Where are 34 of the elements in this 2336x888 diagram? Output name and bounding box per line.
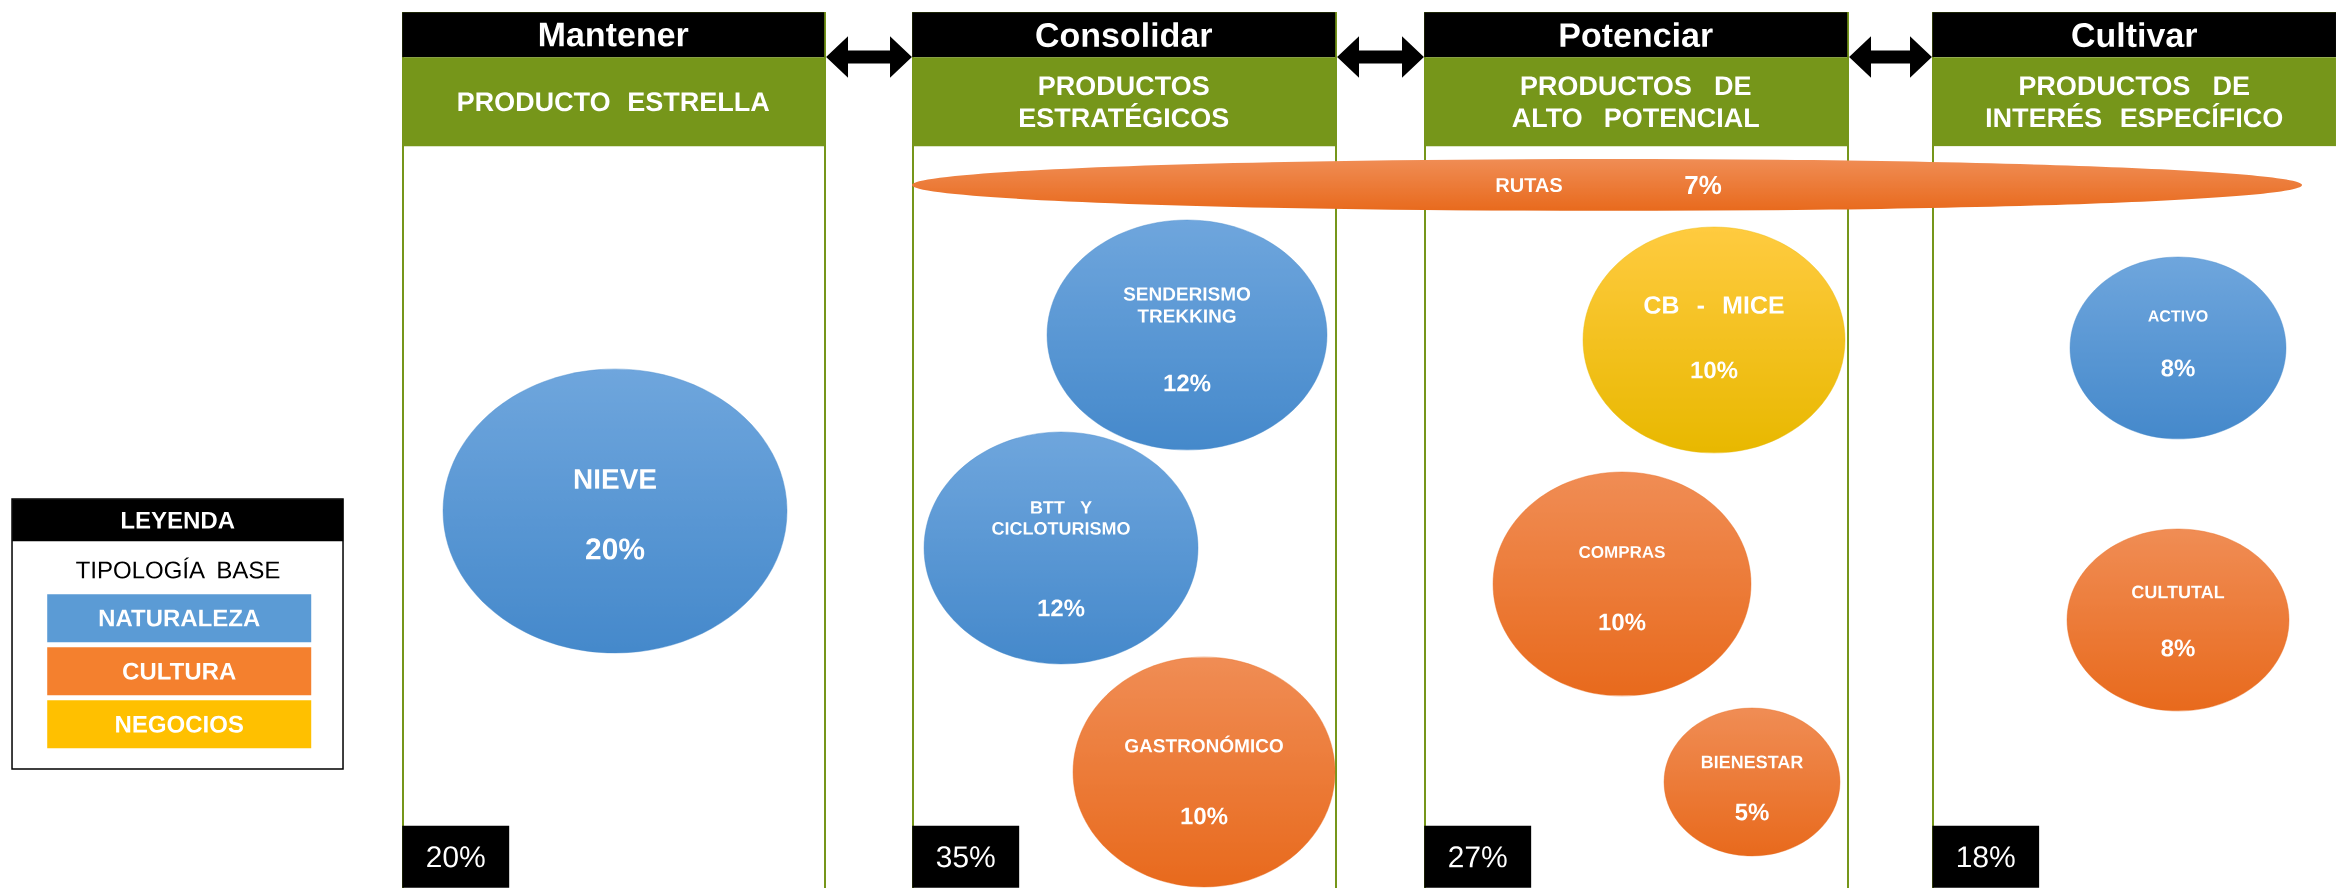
column-header: Mantener	[402, 12, 825, 58]
column-header: Consolidar	[912, 12, 1336, 58]
column-header: Cultivar	[1932, 12, 2336, 58]
product-name: GASTRONÓMICO	[1125, 735, 1283, 753]
legend-title: LEYENDA	[12, 499, 344, 542]
product-name: COMPRAS	[1579, 546, 1665, 558]
share-box: 35%	[912, 825, 1020, 888]
share-box: 27%	[1424, 825, 1532, 888]
product-label: RUTAS	[1496, 177, 1562, 193]
product-name: CB - MICE	[1644, 296, 1784, 314]
legend-subtitle: TIPOLOGÍA BASE	[76, 557, 280, 579]
column-header: Potenciar	[1424, 12, 1848, 58]
product-share: 5%	[1735, 803, 1769, 821]
product-share: 12%	[1038, 599, 1085, 617]
product-label: 7%	[1685, 175, 1722, 195]
product-band: PRODUCTOS ESTRATÉGICOS	[912, 57, 1336, 147]
product-share: 10%	[1181, 807, 1228, 825]
product-band: PRODUCTOS DE INTERÉS ESPECÍFICO	[1932, 57, 2336, 147]
product-share: 8%	[2161, 359, 2195, 377]
product-name: ACTIVO	[2148, 310, 2208, 322]
product-name: SENDERISMO TREKKING	[1123, 287, 1251, 323]
product-name: CULTUTAL	[2132, 585, 2225, 599]
product-share: 10%	[1691, 361, 1738, 379]
product-name: BIENESTAR	[1701, 755, 1803, 769]
share-box: 18%	[1932, 825, 2040, 888]
product-share: 10%	[1599, 613, 1646, 631]
product-name: BTT Y CICLOTURISMO	[992, 501, 1130, 535]
product-band: PRODUCTO ESTRELLA	[402, 57, 825, 147]
share-box: 20%	[402, 825, 510, 888]
product-name: NIEVE	[574, 469, 656, 489]
product-share: 8%	[2161, 639, 2195, 657]
product-band: PRODUCTOS DE ALTO POTENCIAL	[1424, 57, 1848, 147]
product-share: 12%	[1164, 374, 1211, 392]
product-share: 20%	[586, 538, 645, 560]
